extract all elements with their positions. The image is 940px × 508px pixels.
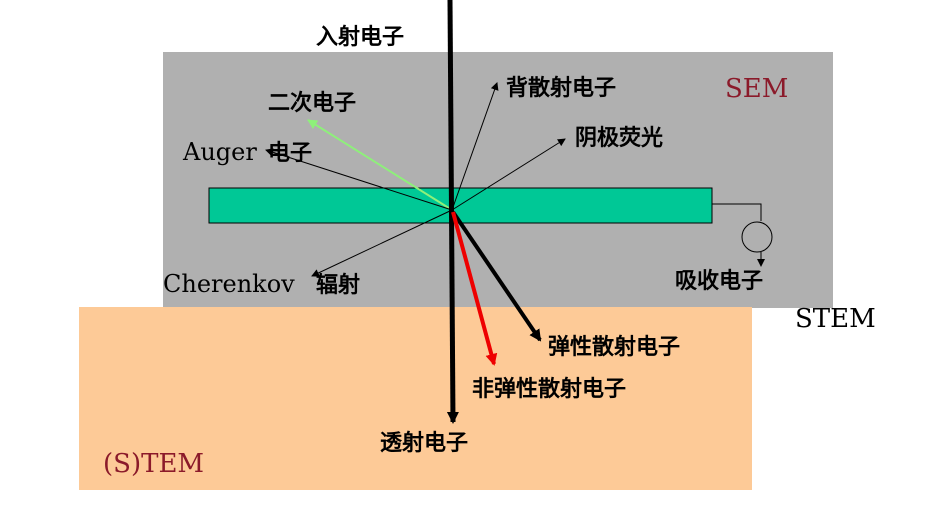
absorbed-wire (712, 203, 762, 221)
elastic-arrow (451, 210, 542, 342)
auger-label-prefix: Auger (182, 138, 257, 166)
secondary-arrow (307, 119, 453, 211)
absorbed-label: 吸收电子 (675, 268, 763, 294)
sem-region-label: SEM (725, 74, 788, 104)
cherenkov-arrow (311, 209, 453, 277)
sem-region (163, 52, 833, 308)
cherenkov-label-prefix: Cherenkov (163, 270, 295, 298)
sample (208, 187, 713, 224)
ammeter-icon (741, 221, 773, 253)
cherenkov-label-suffix: 辐射 (316, 272, 360, 298)
cathodoluminescence-label: 阴极荧光 (575, 126, 663, 151)
auger-arrow (265, 148, 453, 211)
transmitted-label: 透射电子 (380, 430, 468, 456)
secondary-label: 二次电子 (268, 90, 356, 116)
backscatter-arrow (451, 82, 499, 211)
stem-region-label: STEM (795, 304, 876, 334)
inelastic-label: 非弹性散射电子 (472, 376, 626, 402)
elastic-label: 弹性散射电子 (548, 334, 680, 360)
incident-beam (446, 0, 459, 424)
tem-region (79, 307, 752, 490)
cathodoluminescence-arrow (451, 138, 566, 211)
tem-region-label: (S)TEM (103, 449, 204, 479)
backscatter-label: 背散射电子 (506, 75, 616, 101)
incident-label: 入射电子 (316, 24, 404, 50)
inelastic-arrow (451, 211, 498, 366)
auger-label-suffix: 电子 (268, 141, 312, 166)
